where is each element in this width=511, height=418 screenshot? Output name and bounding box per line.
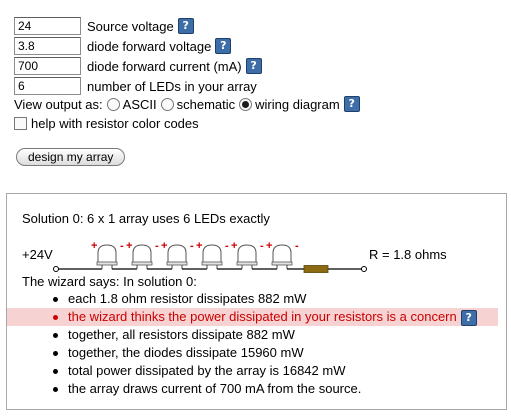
forward-current-input[interactable] [14,57,81,75]
forward-voltage-label: diode forward voltage [87,38,212,54]
help-icon[interactable]: ? [245,58,262,74]
wizard-bullets: each 1.8 ohm resistor dissipates 882 mW … [7,290,506,398]
led-plus-mark: + [231,240,237,252]
wire-layer: +-+-+-+-+-+- [58,240,362,270]
resistor-label: R = 1.8 ohms [369,247,447,262]
radio-ascii[interactable] [106,97,120,111]
led-icon [237,244,257,264]
radio-schematic-label[interactable]: schematic [176,96,236,112]
led-flange [201,261,223,266]
wiring-diagram: +24V R = 1.8 ohms +-+-+-+-+-+- [22,240,447,273]
design-array-button[interactable]: design my array [16,148,126,166]
led-count-row: number of LEDs in your array [14,76,257,96]
led-minus-mark: - [190,240,194,252]
help-icon[interactable]: ? [177,18,194,34]
led-icon [202,244,222,264]
form-panel: Source voltage ? diode forward voltage ?… [0,0,511,172]
source-voltage-label: Source voltage [87,18,174,34]
resistor-icon [303,265,329,273]
led-minus-mark: - [120,240,124,252]
power-concern-text: the wizard thinks the power dissipated i… [68,309,457,324]
led-plus-mark: + [91,240,97,252]
color-codes-checkbox[interactable] [14,117,27,130]
led-flange [271,261,293,266]
supply-label: +24V [22,247,53,262]
forward-voltage-input[interactable] [14,37,81,55]
led-minus-mark: - [260,240,264,252]
output-selector: View output as: ASCII schematic wiring d… [14,96,360,112]
led-icon [167,244,187,264]
bullet-resistors-total: together, all resistors dissipate 882 mW [7,326,506,344]
led-plus-mark: + [161,240,167,252]
led-plus-mark: + [266,240,272,252]
led-plus-mark: + [126,240,132,252]
led-flange [166,261,188,266]
led-count-label: number of LEDs in your array [87,78,257,94]
bullet-total-power: total power dissipated by the array is 1… [7,362,506,380]
help-icon[interactable]: ? [460,309,477,326]
led-minus-mark: - [225,240,229,252]
forward-current-label: diode forward current (mA) [87,58,242,74]
forward-voltage-row: diode forward voltage ? [14,36,232,56]
led-icon [97,244,117,264]
bullet-resistor-dissipation: each 1.8 ohm resistor dissipates 882 mW [7,290,506,308]
output-label: View output as: [14,96,103,112]
color-codes-row: help with resistor color codes [14,116,199,131]
led-flange [96,261,118,266]
source-voltage-input[interactable] [14,17,81,35]
forward-current-row: diode forward current (mA) ? [14,56,262,76]
radio-ascii-label[interactable]: ASCII [122,96,157,112]
led-count-input[interactable] [14,77,81,95]
led-minus-mark: - [295,240,299,252]
led-plus-mark: + [196,240,202,252]
led-icon [272,244,292,264]
radio-schematic[interactable] [160,97,174,111]
radio-wiring-diagram[interactable] [239,97,253,111]
wire-terminal-right [361,266,367,272]
led-minus-mark: - [155,240,159,252]
led-flange [131,261,153,266]
solution-title: Solution 0: 6 x 1 array uses 6 LEDs exac… [22,211,270,226]
bullet-power-concern: the wizard thinks the power dissipated i… [7,308,498,326]
source-voltage-row: Source voltage ? [14,16,194,36]
help-icon[interactable]: ? [343,96,360,112]
bullet-array-current: the array draws current of 700 mA from t… [7,380,506,398]
bullet-diodes-total: together, the diodes dissipate 15960 mW [7,344,506,362]
led-icon [132,244,152,264]
color-codes-label[interactable]: help with resistor color codes [31,116,199,131]
led-flange [236,261,258,266]
help-icon[interactable]: ? [215,38,232,54]
wizard-intro: The wizard says: In solution 0: [22,274,197,289]
wire-terminal-left [53,266,59,272]
radio-wiring-diagram-label[interactable]: wiring diagram [255,96,340,112]
result-panel: Solution 0: 6 x 1 array uses 6 LEDs exac… [6,193,507,410]
